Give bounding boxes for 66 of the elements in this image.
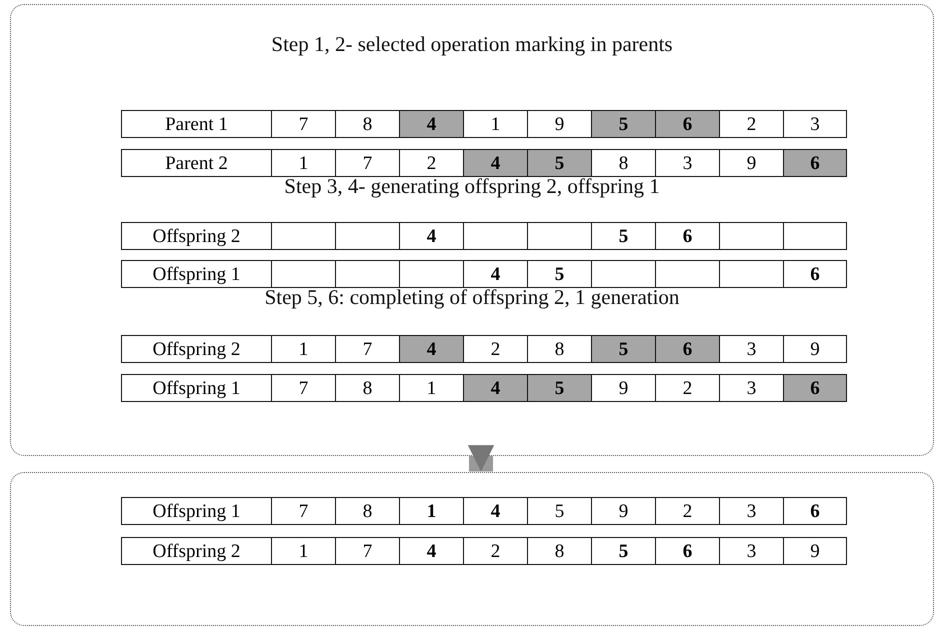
gene-cell: 3 [655, 149, 719, 177]
gene-cell: 9 [783, 335, 847, 363]
row-label: Offspring 1 [121, 260, 271, 288]
marked-gene-cell: 4 [399, 335, 463, 363]
marked-gene-cell: 6 [655, 335, 719, 363]
gene-cell: 2 [463, 335, 527, 363]
marked-gene-cell: 6 [655, 110, 719, 138]
marked-gene-cell: 5 [527, 149, 591, 177]
marked-gene-cell: 4 [399, 110, 463, 138]
gene-cell: 3 [719, 537, 783, 565]
gene-cell: 7 [271, 497, 335, 525]
row-label: Offspring 1 [121, 497, 271, 525]
gene-cell: 7 [271, 110, 335, 138]
step-heading: Step 5, 6: completing of offspring 2, 1 generation [264, 285, 680, 309]
gene-cell: 6 [783, 497, 847, 525]
marked-gene-cell: 5 [591, 110, 655, 138]
gene-cell: 3 [719, 335, 783, 363]
gene-cell: 4 [463, 497, 527, 525]
marked-gene-cell: 4 [463, 374, 527, 402]
marked-gene-cell: 6 [783, 149, 847, 177]
gene-cell: 9 [783, 537, 847, 565]
gene-cell: 3 [783, 110, 847, 138]
gene-cell: 5 [527, 497, 591, 525]
gene-cell: 4 [399, 537, 463, 565]
gene-cell: 7 [271, 374, 335, 402]
gene-cell: 9 [591, 497, 655, 525]
gene-cell: 7 [335, 537, 399, 565]
gene-cell: 1 [271, 537, 335, 565]
gene-cell: 9 [591, 374, 655, 402]
gene-cell: 1 [271, 335, 335, 363]
marked-gene-cell: 6 [783, 374, 847, 402]
gene-cell: 8 [591, 149, 655, 177]
gene-cell: 5 [591, 537, 655, 565]
dotted-panel [10, 4, 934, 456]
marked-gene-cell: 5 [591, 335, 655, 363]
marked-gene-cell: 5 [527, 374, 591, 402]
gene-cell: 2 [655, 497, 719, 525]
gene-cell: 4 [463, 260, 527, 288]
row-label: Parent 2 [121, 149, 271, 177]
dotted-panel [10, 472, 934, 626]
gene-cell: 8 [335, 374, 399, 402]
row-label: Offspring 1 [121, 374, 271, 402]
row-label: Offspring 2 [121, 222, 271, 250]
step-heading: Step 1, 2- selected operation marking in parents [271, 32, 673, 56]
gene-cell: 6 [783, 260, 847, 288]
marked-gene-cell: 4 [463, 149, 527, 177]
gene-cell: 1 [399, 497, 463, 525]
gene-cell: 4 [399, 222, 463, 250]
gene-cell: 2 [463, 537, 527, 565]
gene-cell: 7 [335, 149, 399, 177]
gene-cell: 6 [655, 222, 719, 250]
gene-cell: 6 [655, 537, 719, 565]
row-label: Offspring 2 [121, 335, 271, 363]
gene-cell: 5 [527, 260, 591, 288]
gene-cell: 1 [463, 110, 527, 138]
gene-cell: 8 [335, 497, 399, 525]
gene-cell: 8 [527, 537, 591, 565]
down-arrow [468, 445, 494, 472]
step-heading: Step 3, 4- generating offspring 2, offspring 1 [284, 174, 660, 198]
gene-cell: 2 [719, 110, 783, 138]
row-label: Parent 1 [121, 110, 271, 138]
gene-cell: 2 [655, 374, 719, 402]
gene-cell: 5 [591, 222, 655, 250]
gene-cell: 1 [271, 149, 335, 177]
row-label: Offspring 2 [121, 537, 271, 565]
gene-cell: 3 [719, 497, 783, 525]
